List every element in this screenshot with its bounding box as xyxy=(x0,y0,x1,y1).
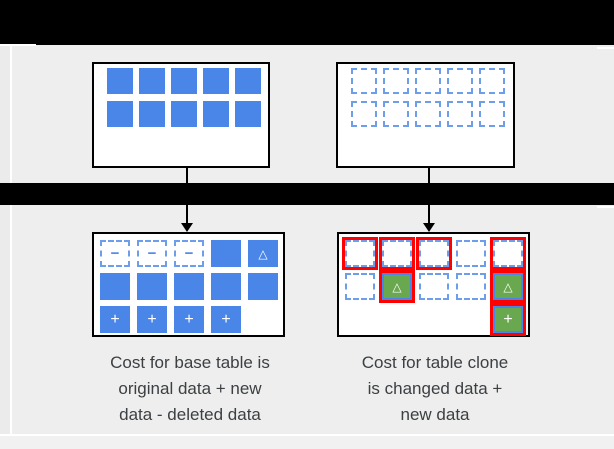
data-block-filled xyxy=(203,101,229,127)
slide-edge-bottom-strip xyxy=(0,436,614,449)
down-arrow-left-head-icon xyxy=(181,223,193,232)
data-block-minus: − xyxy=(174,240,204,267)
data-block-filled xyxy=(171,68,197,94)
base-table-caption: Cost for base table is original data + n… xyxy=(110,353,270,424)
data-block-filled xyxy=(107,101,133,127)
data-block-dashed xyxy=(383,68,409,94)
data-block-filled xyxy=(107,68,133,94)
base-table-after-grid: −−−△++++ xyxy=(100,240,283,333)
data-block-filled xyxy=(100,273,130,300)
data-block-dashed xyxy=(456,240,486,267)
data-block-filled xyxy=(235,68,261,94)
down-arrow-right xyxy=(428,168,430,224)
data-block-dashed xyxy=(351,68,377,94)
data-block-dashed xyxy=(415,68,441,94)
base-table-before-grid xyxy=(107,68,268,127)
data-block-dashed xyxy=(383,101,409,127)
data-block-green-triangle: △ xyxy=(382,273,412,300)
down-arrow-left xyxy=(186,168,188,224)
clone-table-before-grid xyxy=(351,68,513,127)
down-arrow-right-head-icon xyxy=(423,223,435,232)
data-block-filled xyxy=(203,68,229,94)
data-block-dashed xyxy=(345,273,375,300)
data-block-dashed xyxy=(479,68,505,94)
slide-seam xyxy=(597,47,614,49)
data-block-dashed xyxy=(479,101,505,127)
data-block-minus: − xyxy=(137,240,167,267)
data-block-filled xyxy=(211,273,241,300)
data-block-red-dashed xyxy=(345,240,375,267)
slide-edge-strip xyxy=(0,45,10,434)
slide-seam xyxy=(0,434,614,436)
data-block-plus: + xyxy=(174,306,204,333)
letterbox-middle-bar xyxy=(0,183,614,205)
letterbox-top-bar xyxy=(0,0,614,45)
base-table-after-box: −−−△++++ xyxy=(92,232,285,337)
data-block-dashed xyxy=(419,273,449,300)
data-block-red-dashed xyxy=(382,240,412,267)
data-block-dashed xyxy=(447,68,473,94)
data-block-plus: + xyxy=(211,306,241,333)
slide-seam xyxy=(0,44,36,46)
data-block-triangle: △ xyxy=(248,240,278,267)
data-block-minus: − xyxy=(100,240,130,267)
base-table-before-box xyxy=(92,62,270,168)
data-block-filled xyxy=(174,273,204,300)
clone-table-after-box: △ △ + xyxy=(337,232,530,337)
data-block-dashed xyxy=(351,101,377,127)
data-block-plus: + xyxy=(137,306,167,333)
data-block-dashed xyxy=(415,101,441,127)
data-block-filled xyxy=(235,101,261,127)
data-block-dashed xyxy=(456,273,486,300)
data-block-red-dashed xyxy=(493,240,523,267)
clone-table-caption: Cost for table clone is changed data + n… xyxy=(361,353,509,424)
clone-table-after-grid: △ △ + xyxy=(345,240,528,333)
data-block-plus: + xyxy=(100,306,130,333)
data-block-filled xyxy=(211,240,241,267)
data-block-dashed xyxy=(447,101,473,127)
data-block-filled xyxy=(139,101,165,127)
clone-table-before-box xyxy=(336,62,515,168)
data-block-filled xyxy=(137,273,167,300)
data-block-green-plus: + xyxy=(493,306,523,333)
data-block-filled xyxy=(171,101,197,127)
data-block-red-dashed xyxy=(419,240,449,267)
data-block-green-triangle: △ xyxy=(493,273,523,300)
data-block-filled xyxy=(248,273,278,300)
slide-seam xyxy=(597,206,614,208)
data-block-filled xyxy=(139,68,165,94)
slide-seam xyxy=(10,46,12,434)
